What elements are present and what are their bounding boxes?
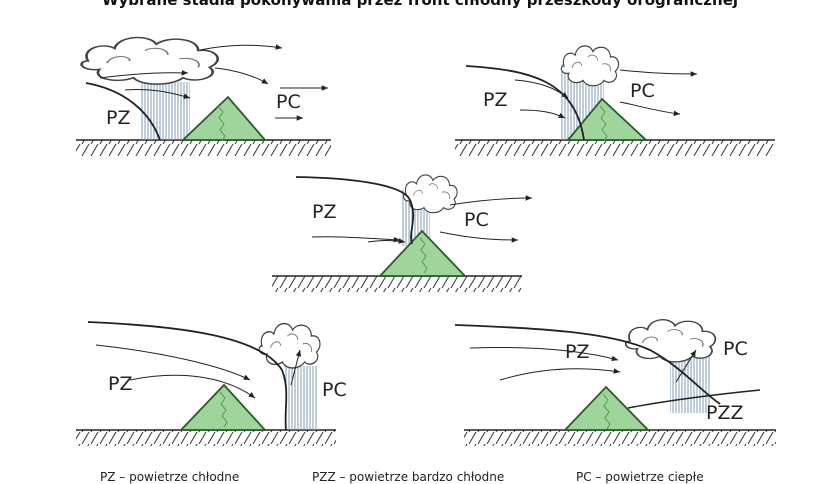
label-pzz: PZZ: [706, 402, 744, 424]
label-pz: PZ: [565, 341, 589, 363]
cloud-icon: [624, 318, 717, 363]
mountain-icon: [180, 95, 267, 141]
label-pz: PZ: [106, 107, 130, 129]
label-pz: PZ: [312, 201, 336, 223]
rain-icon: [670, 355, 710, 413]
ground-hatch: [272, 276, 522, 292]
arrow-icon: [619, 101, 681, 117]
arrow-icon: [367, 238, 406, 244]
legend-pzz: PZZ – powietrze bardzo chłodne: [312, 470, 505, 484]
legend-pc: PC – powietrze ciepłe: [576, 470, 704, 484]
panel-1: PZ PC: [76, 36, 331, 156]
mountain-icon: [178, 383, 268, 431]
arrow-icon: [439, 231, 519, 243]
arrow-icon: [99, 69, 189, 79]
arrow-icon: [519, 109, 566, 119]
cloud-icon: [258, 322, 321, 369]
mountain-icon: [377, 229, 468, 277]
panel-3: PZ PC: [272, 174, 533, 292]
label-pz: PZ: [108, 373, 132, 395]
arrow-icon: [129, 374, 256, 399]
label-pc: PC: [276, 91, 301, 113]
arrow-icon: [124, 89, 191, 99]
front-line: [454, 324, 721, 405]
panel-2: PZ PC: [455, 45, 775, 156]
ground-hatch: [76, 140, 331, 156]
label-pz: PZ: [483, 89, 507, 111]
arrow-icon: [469, 347, 619, 362]
arrow-icon: [199, 44, 283, 51]
arrow-icon: [311, 236, 401, 243]
front-line: [85, 82, 161, 141]
arrow-icon: [449, 195, 533, 206]
rain-icon: [140, 82, 190, 140]
label-pc: PC: [630, 80, 655, 102]
cloud-icon: [560, 45, 620, 87]
rain-icon: [285, 366, 317, 430]
diagram-canvas: PZ PC PZ PC PZ PC: [76, 36, 776, 446]
front-line: [295, 176, 415, 245]
arrow-icon: [499, 368, 621, 381]
label-pc: PC: [723, 338, 748, 360]
arrow-icon: [214, 67, 269, 85]
panel-4: PZ PC: [76, 321, 347, 446]
arrow-icon: [619, 69, 698, 77]
label-pc: PC: [322, 379, 347, 401]
panel-5: PZ PC PZZ: [454, 318, 776, 446]
ground-hatch: [455, 140, 775, 156]
ground-hatch: [76, 430, 336, 446]
front-line: [627, 389, 761, 409]
arrow-icon: [675, 349, 697, 383]
arrow-icon: [514, 79, 569, 99]
diagram-title: Wybrane stadia pokonywania przez front c…: [101, 0, 739, 9]
arrow-icon: [290, 349, 302, 386]
label-pc: PC: [464, 209, 489, 231]
legend-pz: PZ – powietrze chłodne: [100, 470, 240, 484]
cloud-icon: [80, 36, 220, 86]
arrow-icon: [95, 344, 251, 381]
ground-hatch: [464, 430, 776, 446]
legend: PZ – powietrze chłodne PZZ – powietrze b…: [0, 470, 840, 484]
front-line: [465, 65, 585, 141]
front-line: [87, 321, 288, 431]
mountain-icon: [566, 97, 649, 141]
